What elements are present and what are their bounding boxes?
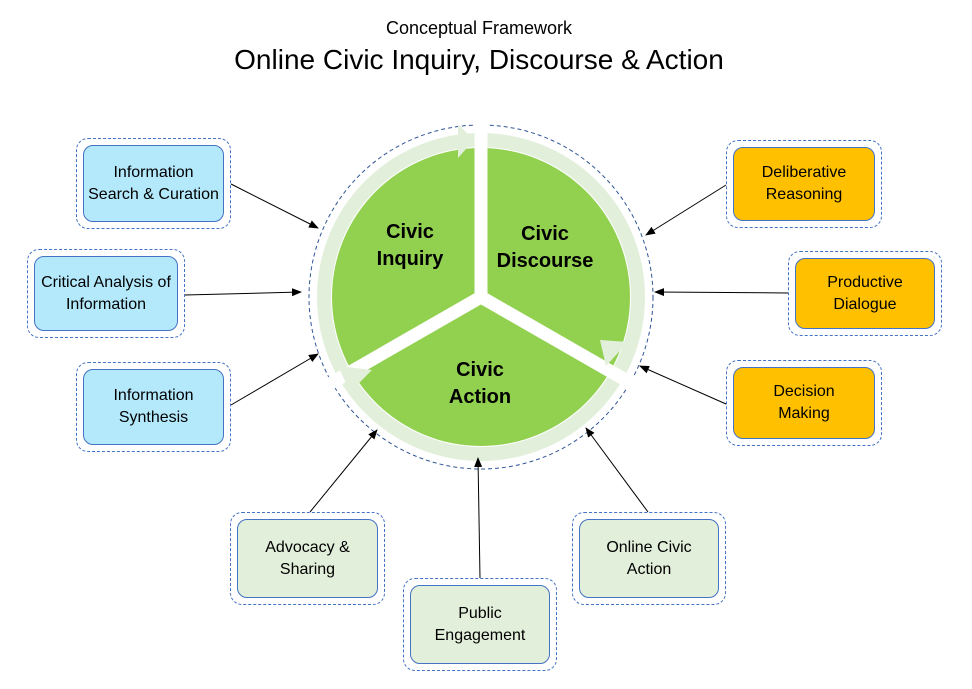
cycle-arrowhead-icon — [600, 340, 628, 366]
box-critical-analysis: Critical Analysis of Information — [27, 249, 185, 338]
box-label: Advocacy & Sharing — [237, 519, 378, 598]
box-label: Decision Making — [733, 367, 875, 439]
box-label: Online Civic Action — [579, 519, 719, 598]
box-decision-making: Decision Making — [726, 360, 882, 446]
box-deliberative-reasoning: Deliberative Reasoning — [726, 140, 882, 228]
box-label: Information Synthesis — [83, 369, 224, 445]
cycle-arrowhead-icon — [458, 124, 474, 158]
box-label: Public Engagement — [410, 585, 550, 664]
box-label: Deliberative Reasoning — [733, 147, 875, 221]
box-information-search: Information Search & Curation — [76, 138, 231, 229]
sector-civic-inquiry: Civic Inquiry — [376, 221, 444, 270]
box-public-engagement: Public Engagement — [403, 578, 557, 671]
sector-civic-action: Civic Action — [448, 359, 512, 408]
cycle-arrowhead-icon — [338, 366, 372, 392]
box-information-synthesis: Information Synthesis — [76, 362, 231, 452]
box-advocacy-sharing: Advocacy & Sharing — [230, 512, 385, 605]
sector-civic-discourse: Civic Discourse — [496, 223, 594, 272]
box-label: Productive Dialogue — [795, 258, 935, 329]
box-online-civic-action: Online Civic Action — [572, 512, 726, 605]
diagram-subtitle: Conceptual Framework — [385, 18, 573, 38]
dashed-boundary — [308, 124, 654, 470]
box-label: Critical Analysis of Information — [34, 256, 178, 331]
connector-arrows — [184, 183, 789, 579]
box-productive-dialogue: Productive Dialogue — [788, 251, 942, 336]
box-label: Information Search & Curation — [83, 145, 224, 222]
diagram-title: Online Civic Inquiry, Discourse & Action — [234, 44, 724, 75]
